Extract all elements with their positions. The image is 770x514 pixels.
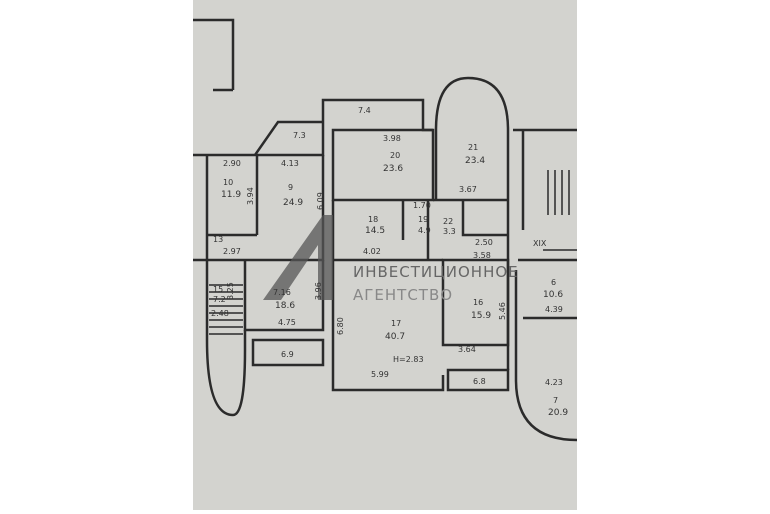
dimension: 2.90 — [223, 159, 241, 168]
room-no: 6 — [551, 278, 556, 287]
stairs — [209, 170, 577, 335]
dimension: 2.50 — [475, 238, 493, 247]
dimension: 3.94 — [246, 187, 255, 205]
room-area: 15.9 — [471, 311, 491, 321]
room-area: 40.7 — [385, 332, 405, 342]
dimension: 6.80 — [336, 317, 345, 335]
room-area: 7.2 — [213, 295, 226, 304]
dimension: 4.13 — [281, 159, 299, 168]
room-no: 17 — [391, 319, 401, 328]
balcony-labels: 7.4 7.3 6.9 6.8 — [281, 106, 486, 386]
watermark-logo: ИНВЕСТИЦИОННОЕ АГЕНТСТВО — [263, 215, 519, 304]
floor-plan-drawing: ИНВЕСТИЦИОННОЕ АГЕНТСТВО 10 11.9 9 24.9 … — [193, 18, 578, 442]
room-no: 7.16 — [273, 288, 291, 297]
watermark-line1: ИНВЕСТИЦИОННОЕ — [353, 263, 519, 281]
ceiling-height-note: H=2.83 — [393, 355, 424, 364]
dimension: 5.46 — [498, 302, 507, 320]
room-area: 20.9 — [548, 408, 568, 418]
room-area: 3.3 — [443, 227, 456, 236]
dimension: 1.70 — [413, 201, 431, 210]
room-labels: 10 11.9 9 24.9 20 23.6 21 23.4 18 14.5 1… — [213, 143, 568, 418]
dimension: 3.64 — [458, 345, 476, 354]
dimension: 3.98 — [383, 134, 401, 143]
dimension: 6.09 — [316, 192, 325, 210]
dimension-labels: 2.90 4.13 3.98 3.67 4.02 2.97 4.75 5.99 … — [211, 134, 563, 387]
room-no: 19 — [418, 215, 428, 224]
room-area: 18.6 — [275, 301, 295, 311]
dimension: 4.39 — [545, 305, 563, 314]
room-no: 18 — [368, 215, 378, 224]
room-area: 4.9 — [418, 226, 431, 235]
dimension: 2.48 — [211, 309, 229, 318]
dimension: 4.75 — [278, 318, 296, 327]
balcony-area: 6.9 — [281, 350, 294, 359]
room-area: 23.4 — [465, 156, 485, 166]
room-no: 20 — [390, 151, 400, 160]
room-no: 13 — [213, 235, 223, 244]
walls — [193, 18, 578, 442]
floor-plan: ИНВЕСТИЦИОННОЕ АГЕНТСТВО 10 11.9 9 24.9 … — [193, 0, 578, 510]
dimension: 3.25 — [226, 282, 235, 300]
dimension: 5.99 — [371, 370, 389, 379]
dimension: 3.67 — [459, 185, 477, 194]
dimension: 2.97 — [223, 247, 241, 256]
room-area: 23.6 — [383, 164, 403, 174]
dimension: 3.96 — [314, 282, 323, 300]
room-area: 24.9 — [283, 198, 303, 208]
room-no: 10 — [223, 178, 233, 187]
room-area: 14.5 — [365, 226, 385, 236]
room-area: 10.6 — [543, 290, 563, 300]
room-no: 21 — [468, 143, 478, 152]
room-no: 16 — [473, 298, 483, 307]
room-no: 22 — [443, 217, 453, 226]
room-area: 11.9 — [221, 190, 241, 200]
room-no: 9 — [288, 183, 293, 192]
watermark-line2: АГЕНТСТВО — [353, 286, 453, 304]
stair-mark: XIX — [533, 239, 547, 248]
room-no: 15 — [213, 285, 223, 294]
dimension: 3.58 — [473, 251, 491, 260]
dimension: 4.23 — [545, 378, 563, 387]
dimension: 4.02 — [363, 247, 381, 256]
balcony-area: 7.4 — [358, 106, 371, 115]
balcony-area: 6.8 — [473, 377, 486, 386]
balcony-area: 7.3 — [293, 131, 306, 140]
room-no: 7 — [553, 396, 558, 405]
